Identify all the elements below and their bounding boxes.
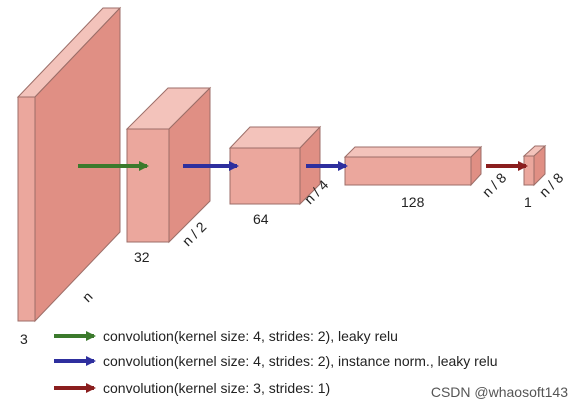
layer-block-1 bbox=[16, 6, 122, 323]
legend: convolution(kernel size: 4, strides: 2),… bbox=[54, 328, 498, 396]
layer-2-channels: 32 bbox=[134, 249, 150, 265]
layer-3-channels: 64 bbox=[253, 211, 269, 227]
legend-item-3: convolution(kernel size: 3, strides: 1) bbox=[103, 380, 330, 396]
layer-block-4 bbox=[343, 145, 483, 187]
legend-item-2: convolution(kernel size: 4, strides: 2),… bbox=[103, 353, 498, 369]
layer-5-channels: 1 bbox=[524, 194, 532, 210]
layer-block-2 bbox=[125, 86, 212, 244]
layer-block-5 bbox=[522, 144, 547, 187]
layer-4-channels: 128 bbox=[401, 194, 425, 210]
layer-1-channels: 3 bbox=[20, 331, 28, 347]
layer-4-size: n / 8 bbox=[479, 169, 510, 200]
watermark: CSDN @whaosoft143 bbox=[431, 384, 568, 400]
legend-item-1: convolution(kernel size: 4, strides: 2),… bbox=[103, 328, 398, 344]
layer-1-size: n bbox=[79, 288, 96, 305]
